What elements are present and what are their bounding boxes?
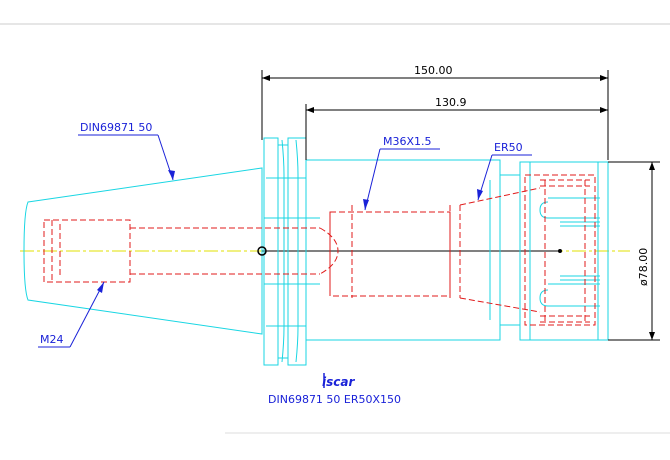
tool-designation: DIN69871 50 ER50X150 [268, 393, 401, 406]
dimension-diameter-label: ø78.00 [637, 248, 650, 286]
callout-taper-standard: DIN69871 50 [78, 121, 175, 181]
dimension-inner-length: 130.9 [305, 96, 608, 160]
callout-retention-thread: M24 [38, 281, 105, 348]
callout-thread-inner: M36X1.5 [363, 135, 440, 211]
brand-logo: iscar [322, 375, 355, 389]
dimension-150-label: 150.00 [414, 64, 453, 77]
tool-body-outline [23, 137, 609, 366]
dimension-130-label: 130.9 [435, 96, 467, 109]
centre-point-right [558, 249, 562, 253]
dimension-overall-length: 150.00 [261, 64, 609, 160]
callout-collet-label: ER50 [494, 141, 523, 154]
callout-taper-standard-label: DIN69871 50 [80, 121, 152, 134]
sheet-border [0, 23, 670, 434]
callout-collet: ER50 [477, 141, 532, 201]
callout-thread-inner-label: M36X1.5 [383, 135, 432, 148]
title-block: iscar DIN69871 50 ER50X150 [268, 373, 401, 406]
dimension-diameter: ø78.00 [608, 161, 660, 341]
centre-point-left [257, 246, 267, 256]
hidden-bore-lines [43, 174, 596, 326]
callout-retention-thread-label: M24 [40, 333, 64, 346]
